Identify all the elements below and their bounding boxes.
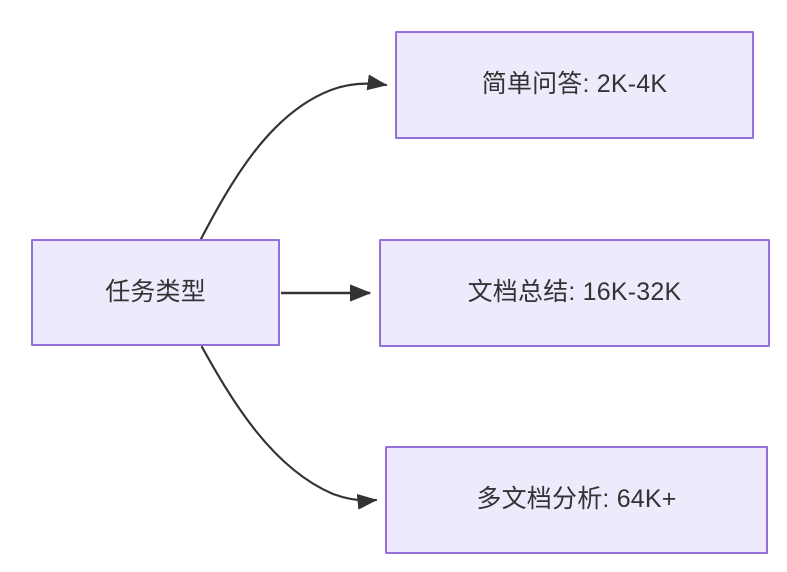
edge-to-multi-doc (200, 345, 378, 510)
node-task-type[interactable]: 任务类型 (31, 239, 280, 346)
node-doc-summary-label: 文档总结: 16K-32K (467, 278, 682, 307)
node-multi-doc-label: 多文档分析: 64K+ (476, 485, 677, 514)
node-task-type-label: 任务类型 (105, 277, 206, 306)
node-simple-qa-label: 简单问答: 2K-4K (481, 70, 668, 99)
node-multi-doc[interactable]: 多文档分析: 64K+ (385, 446, 768, 554)
edge-to-simple-qa (199, 74, 388, 241)
node-simple-qa[interactable]: 简单问答: 2K-4K (395, 31, 754, 139)
node-doc-summary[interactable]: 文档总结: 16K-32K (379, 239, 770, 347)
